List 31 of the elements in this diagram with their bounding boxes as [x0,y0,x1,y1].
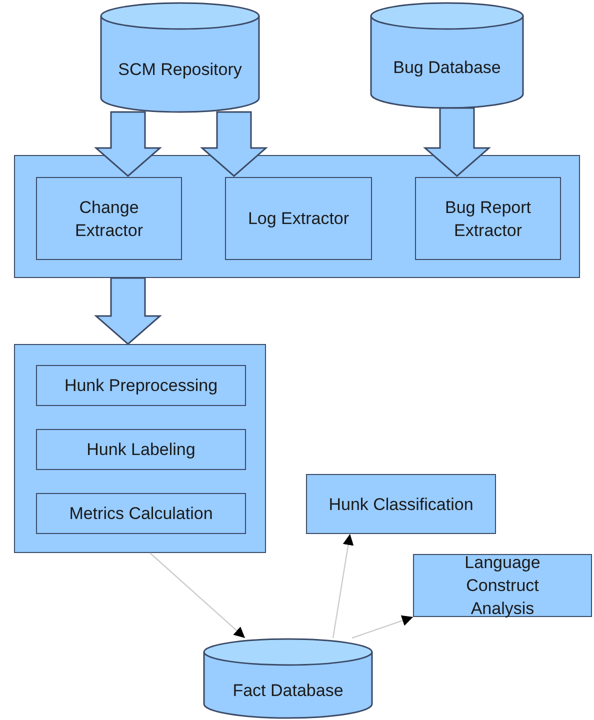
block-arrow [94,111,162,177]
process-box [415,177,561,260]
block-arrow [200,111,268,177]
process-box [36,429,246,470]
arrow [352,615,414,639]
node-label: Hunk Preprocessing [64,375,218,397]
block-arrow [423,107,491,177]
process-box [413,554,592,617]
node-label: Bug Database [393,56,501,78]
process-box [36,177,182,260]
process-box [36,493,246,534]
node-label: Hunk Labeling [86,439,196,461]
arrow [332,534,354,638]
process-box [36,365,246,406]
node-label: Log Extractor [248,208,350,230]
group-panel [14,344,266,553]
node-label: Change Extractor [74,196,144,242]
group-panel [14,155,580,278]
process-box [225,177,372,260]
node-label: Metrics Calculation [69,503,213,525]
node-label: Bug Report Extractor [444,196,532,242]
process-box [306,474,496,534]
database-cylinder [100,2,260,112]
node-label: Fact Database [232,680,344,702]
node-label: Language Construct Analysis [464,552,542,620]
block-arrow [94,277,162,345]
database-cylinder [370,2,524,108]
arrow [150,552,246,638]
node-label: Hunk Classification [328,494,474,516]
node-label: SCM Repository [118,58,242,80]
database-cylinder [203,638,373,718]
